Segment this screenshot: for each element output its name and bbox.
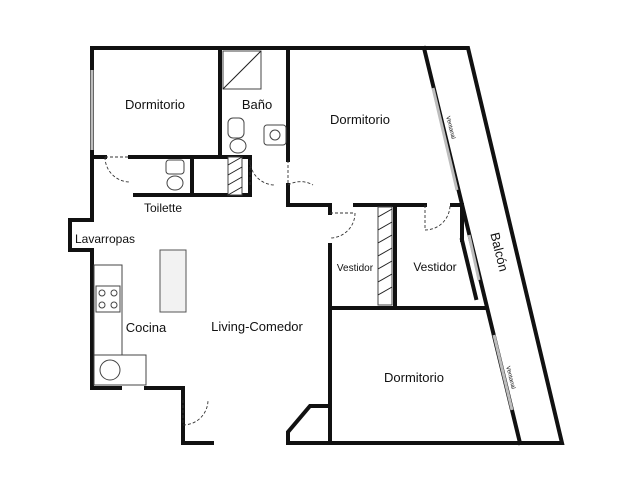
room-labels: Dormitorio Baño Dormitorio Toilette Lava… xyxy=(75,97,516,390)
room-label-vestidor: Vestidor xyxy=(413,260,456,274)
bathroom-fixtures xyxy=(165,50,287,191)
room-label-living-comedor: Living-Comedor xyxy=(211,319,303,334)
sink-icon xyxy=(99,359,121,381)
counter-icon xyxy=(159,249,187,313)
window-label-upper: Ventanal xyxy=(444,116,455,140)
room-label-dormitorio-nw: Dormitorio xyxy=(125,97,185,112)
room-label-cocina: Cocina xyxy=(126,320,167,335)
stove-icon xyxy=(95,285,121,313)
room-label-lavarropas: Lavarropas xyxy=(75,232,135,246)
room-label-toilette: Toilette xyxy=(144,201,182,215)
room-label-bano: Baño xyxy=(242,97,272,112)
window-label-lower: Ventanal xyxy=(504,366,515,390)
interior-walls xyxy=(90,46,488,445)
windows xyxy=(90,70,514,411)
toilet-icon xyxy=(227,117,245,139)
kitchen-fixtures xyxy=(93,249,187,386)
toilet-icon xyxy=(165,159,185,175)
room-label-dormitorio-ne: Dormitorio xyxy=(330,112,390,127)
room-label-dormitorio-se: Dormitorio xyxy=(384,370,444,385)
duct-hatch xyxy=(227,156,393,306)
room-label-vestidor-small: Vestidor xyxy=(337,263,374,274)
room-label-balcon: Balcón xyxy=(487,231,511,273)
door-swing-icon xyxy=(104,156,451,426)
